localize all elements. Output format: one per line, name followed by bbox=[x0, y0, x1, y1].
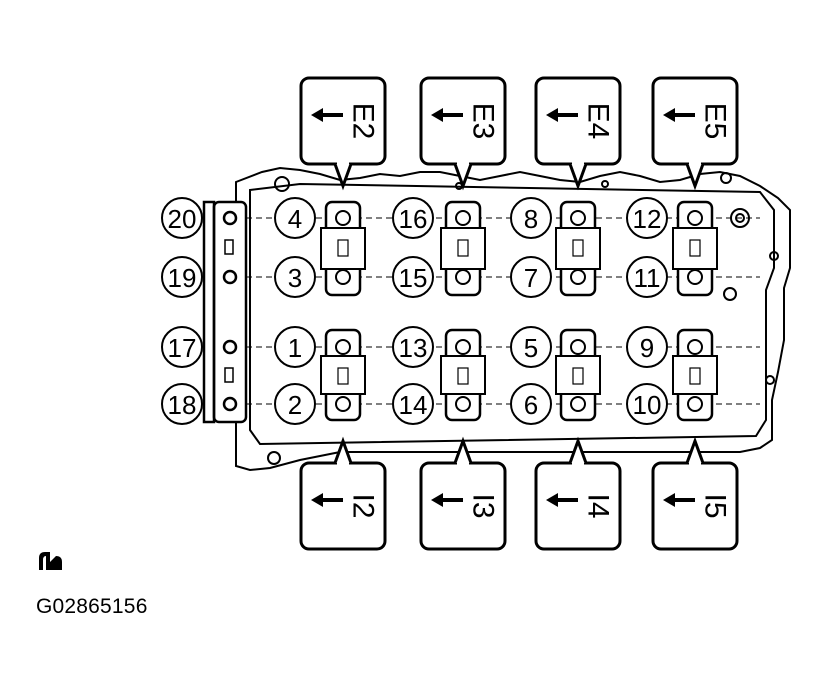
bolt-number: 10 bbox=[626, 383, 668, 425]
front-bearing-cap bbox=[202, 200, 248, 424]
bolt-number-label: 19 bbox=[168, 263, 197, 293]
bolt-number-label: 4 bbox=[288, 204, 302, 234]
cap-bolt-hole bbox=[687, 210, 703, 226]
bolt-number-label: 10 bbox=[633, 390, 662, 420]
bolt-number-label: 1 bbox=[288, 333, 302, 363]
cap-bolt-hole bbox=[570, 210, 586, 226]
bolt-number-label: 17 bbox=[168, 333, 197, 363]
bolt-number: 13 bbox=[392, 326, 434, 368]
callout-label: I4 bbox=[582, 493, 615, 518]
bolt-number: 9 bbox=[626, 326, 668, 368]
bolt-number-label: 18 bbox=[168, 390, 197, 420]
callout-label: E5 bbox=[699, 103, 732, 140]
cap-bolt-hole bbox=[335, 396, 351, 412]
bolt-number: 3 bbox=[274, 256, 316, 298]
bolt-number: 15 bbox=[392, 256, 434, 298]
cap-bolt-hole bbox=[455, 339, 471, 355]
bolt-number-label: 8 bbox=[524, 204, 538, 234]
cap-bolt-hole bbox=[687, 339, 703, 355]
left-arrow-icon bbox=[311, 108, 343, 122]
bolt-number-label: 3 bbox=[288, 263, 302, 293]
bolt-number-label: 13 bbox=[399, 333, 428, 363]
cap-bolt-hole bbox=[455, 396, 471, 412]
bolt-number-label: 20 bbox=[168, 204, 197, 234]
cap-bolt-hole bbox=[570, 269, 586, 285]
bearing-cap bbox=[440, 328, 486, 422]
left-arrow-icon bbox=[431, 493, 463, 507]
left-arrow-icon bbox=[663, 493, 695, 507]
bolt-number: 7 bbox=[510, 256, 552, 298]
bolt-number: 19 bbox=[161, 256, 203, 298]
callout-label: E4 bbox=[582, 103, 615, 140]
bolt-number-label: 6 bbox=[524, 390, 538, 420]
callout-label: I5 bbox=[699, 493, 732, 518]
bolt-number-label: 5 bbox=[524, 333, 538, 363]
bolt-number: 14 bbox=[392, 383, 434, 425]
manual-logo-icon bbox=[39, 552, 62, 570]
cap-bolt-hole bbox=[570, 339, 586, 355]
bolt-number: 18 bbox=[161, 383, 203, 425]
cap-bolt-hole bbox=[687, 396, 703, 412]
bearing-cap bbox=[320, 200, 366, 297]
left-arrow-icon bbox=[663, 108, 695, 122]
bolt-number: 17 bbox=[161, 326, 203, 368]
callout-label: I2 bbox=[347, 493, 380, 518]
bolt-number: 5 bbox=[510, 326, 552, 368]
cap-bolt-hole bbox=[335, 210, 351, 226]
left-arrow-icon bbox=[546, 108, 578, 122]
bearing-cap bbox=[555, 328, 601, 422]
callout-e5: E5 bbox=[651, 76, 739, 191]
bolt-number-label: 14 bbox=[399, 390, 428, 420]
callout-e3: E3 bbox=[419, 76, 507, 191]
cap-bolt-hole bbox=[455, 210, 471, 226]
bolt-number-label: 11 bbox=[634, 263, 661, 293]
bearing-cap bbox=[440, 200, 486, 297]
bolt-number: 11 bbox=[626, 256, 668, 298]
bolt-number: 20 bbox=[161, 197, 203, 239]
callout-label: E2 bbox=[347, 103, 380, 140]
bearing-caps bbox=[320, 200, 718, 422]
left-arrow-icon bbox=[546, 493, 578, 507]
bolt-number: 12 bbox=[626, 197, 668, 239]
callout-label: E3 bbox=[467, 103, 500, 140]
cap-bolt-hole bbox=[570, 396, 586, 412]
bolt-number-label: 9 bbox=[640, 333, 654, 363]
cap-bolt-hole bbox=[335, 339, 351, 355]
left-arrow-icon bbox=[431, 108, 463, 122]
bolt-number: 16 bbox=[392, 197, 434, 239]
callout-i3: I3 bbox=[419, 436, 507, 551]
bearing-cap bbox=[672, 200, 718, 297]
figure-code: G02865156 bbox=[36, 595, 148, 618]
bearing-cap bbox=[320, 328, 366, 422]
callout-i4: I4 bbox=[534, 436, 622, 551]
callout-e2: E2 bbox=[299, 76, 387, 191]
bolt-number: 1 bbox=[274, 326, 316, 368]
callout-i5: I5 bbox=[651, 436, 739, 551]
bearing-cap bbox=[672, 328, 718, 422]
cap-bolt-hole bbox=[455, 269, 471, 285]
bolt-number-label: 2 bbox=[288, 390, 302, 420]
callout-e4: E4 bbox=[534, 76, 622, 191]
bolt-number-label: 12 bbox=[633, 204, 662, 234]
bolt-number: 8 bbox=[510, 197, 552, 239]
bolt-number-label: 7 bbox=[524, 263, 538, 293]
callout-i2: I2 bbox=[299, 436, 387, 551]
callout-label: I3 bbox=[467, 493, 500, 518]
bolt-number: 6 bbox=[510, 383, 552, 425]
bolt-number: 2 bbox=[274, 383, 316, 425]
cap-bolt-hole bbox=[687, 269, 703, 285]
bolt-number-label: 16 bbox=[399, 204, 428, 234]
bolt-number-label: 15 bbox=[399, 263, 428, 293]
bolt-number: 4 bbox=[274, 197, 316, 239]
left-arrow-icon bbox=[311, 493, 343, 507]
bearing-cap bbox=[555, 200, 601, 297]
cap-bolt-hole bbox=[335, 269, 351, 285]
